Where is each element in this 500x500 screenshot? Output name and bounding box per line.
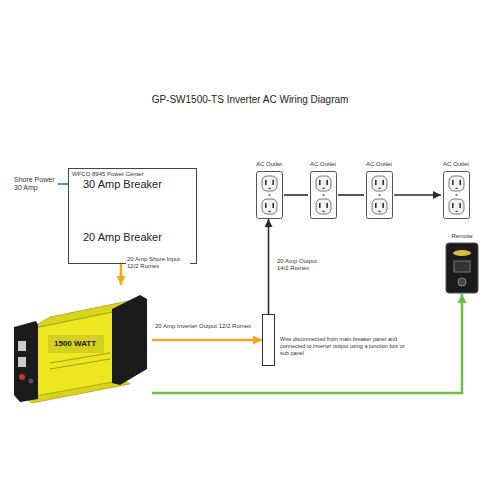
- junction-box: Wire disconnected from main breaker pane…: [262, 314, 412, 366]
- remote-body: [446, 243, 478, 293]
- wall-plate: [310, 172, 336, 219]
- slot: [375, 203, 377, 208]
- plate-screw: [322, 194, 324, 196]
- ground-slot: [455, 211, 458, 212]
- node-text: AC Outlet: [441, 160, 471, 168]
- wire-label: 20 Amp Inverter Output 12/2 Romex: [154, 323, 252, 330]
- slot: [265, 203, 267, 208]
- ground-slot: [378, 211, 381, 212]
- inverter-front: [30, 311, 118, 397]
- node-text: 20 Amp Breaker: [83, 231, 162, 244]
- outlet-illustration: [366, 171, 393, 219]
- ground-slot: [268, 188, 271, 189]
- wire-connector: [152, 294, 462, 393]
- plate-screw: [378, 194, 380, 196]
- slot: [272, 180, 274, 185]
- slot: [452, 203, 454, 208]
- plate-screw: [455, 194, 457, 196]
- node-text: AC Outlet: [364, 160, 394, 168]
- receptacle: [449, 199, 464, 214]
- ground-slot: [322, 211, 325, 212]
- plate-screw: [268, 194, 270, 196]
- slot: [326, 203, 328, 208]
- end-cap: [14, 321, 38, 402]
- vent-line: [50, 353, 110, 363]
- receptacle: [262, 199, 277, 214]
- slot: [459, 180, 461, 185]
- inverter-unit: 1500 WATT: [10, 285, 152, 403]
- slot: [319, 203, 321, 208]
- remote-button: [458, 278, 466, 286]
- remote-illustration: [442, 242, 482, 294]
- wall-plate: [256, 172, 282, 219]
- slot: [326, 180, 328, 185]
- source-label: Shore Power 30 Amp: [14, 176, 58, 192]
- diagram-title: GP-SW1500-TS Inverter AC Wiring Diagram: [0, 94, 500, 105]
- ac-socket: [18, 357, 26, 367]
- terminal: [29, 379, 34, 384]
- wire-connector: [338, 194, 364, 196]
- slot: [265, 180, 267, 185]
- wire-connector: [152, 339, 262, 342]
- outlet-illustration: [443, 171, 470, 219]
- slot: [272, 203, 274, 208]
- node-text: Wire disconnected from main breaker pane…: [280, 336, 412, 357]
- receptacle: [449, 176, 464, 191]
- slot: [375, 180, 377, 185]
- receptacle: [316, 199, 331, 214]
- outlet-illustration: [256, 171, 283, 219]
- slot: [382, 180, 384, 185]
- node-text: AC Outlet: [254, 160, 284, 168]
- wire-connector: [394, 194, 441, 196]
- wire-connector: [284, 194, 308, 196]
- receptacle: [372, 199, 387, 214]
- node-text: AC Outlet: [308, 160, 338, 168]
- end-cap: [112, 295, 147, 385]
- wire-label: 20 Amp Output 14/2 Romex: [276, 258, 330, 272]
- ac-outlet: AC Outlet: [364, 160, 394, 219]
- remote-panel: Remote: [440, 232, 484, 294]
- terminal: [19, 374, 25, 380]
- slot: [382, 203, 384, 208]
- wire-label: 20 Amp Shore Input 12/2 Romex: [126, 256, 190, 270]
- node-text: 1500 WATT: [54, 339, 152, 349]
- node-text: Shore Power 30 Amp: [14, 176, 58, 192]
- junction-rect: [262, 314, 275, 366]
- breaker-label: 20 Amp Breaker: [83, 231, 162, 244]
- slot: [319, 180, 321, 185]
- node-text: Remote: [440, 232, 484, 240]
- remote-logo: [453, 250, 471, 256]
- outlet-illustration: [310, 171, 337, 219]
- ground-slot: [455, 188, 458, 189]
- ground-slot: [268, 211, 271, 212]
- remote-display: [454, 261, 470, 272]
- ac-outlet: AC Outlet: [254, 160, 284, 219]
- vent-line: [50, 359, 110, 369]
- wall-plate: [443, 172, 469, 219]
- receptacle: [316, 176, 331, 191]
- ground-slot: [378, 188, 381, 189]
- ac-outlet: AC Outlet: [441, 160, 471, 219]
- wall-plate: [366, 172, 392, 219]
- slot: [452, 180, 454, 185]
- power-center-box: WFCO 8945 Power Center30 Amp Breaker20 A…: [68, 168, 197, 264]
- ac-socket: [18, 341, 26, 351]
- ground-slot: [322, 188, 325, 189]
- breaker-label: 30 Amp Breaker: [83, 178, 162, 191]
- wire-connector: [268, 219, 270, 314]
- receptacle: [262, 176, 277, 191]
- slot: [459, 203, 461, 208]
- ac-outlet: AC Outlet: [308, 160, 338, 219]
- node-text: 30 Amp Breaker: [83, 178, 162, 191]
- receptacle: [372, 176, 387, 191]
